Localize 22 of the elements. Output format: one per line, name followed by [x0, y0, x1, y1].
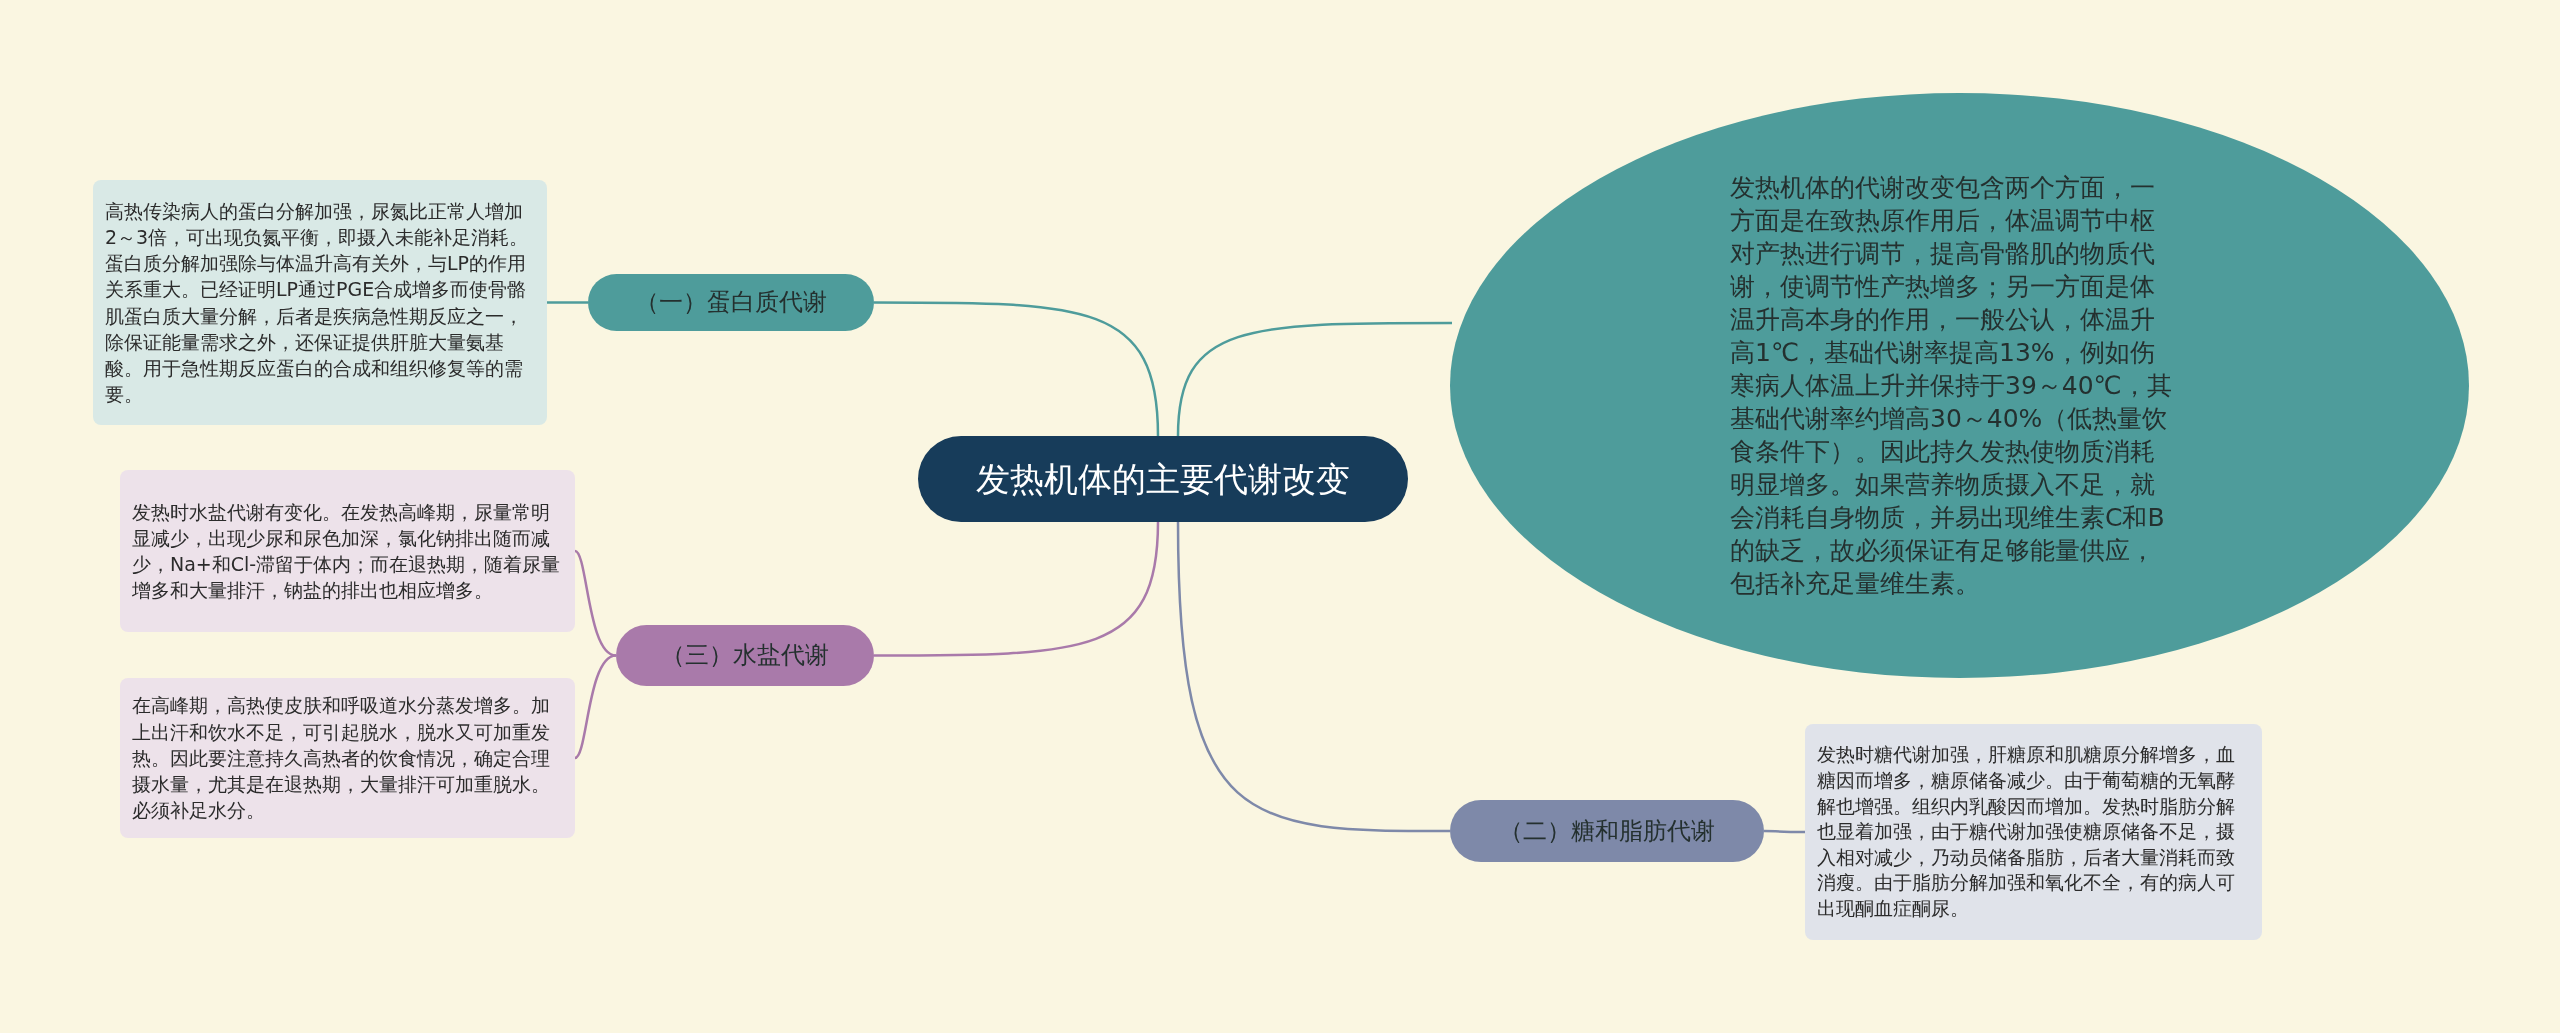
- connector-line: [1176, 521, 1450, 833]
- topic-label: 发热机体的主要代谢改变: [976, 458, 1350, 500]
- connector-line: [1764, 829, 1805, 834]
- description-text: 发热时水盐代谢有变化。在发热高峰期，尿量常明显减少，出现少尿和尿色加深，氯化钠排出随而减少，Na+和Cl-滞留于体内；而在退热期，随着尿量增多和大量排汗，钠盐的排出也相应增多。: [132, 499, 562, 604]
- connector-line: [874, 521, 1160, 657]
- topic-label: （三）水盐代谢: [661, 641, 829, 670]
- detail-box: [93, 180, 547, 425]
- detail-box: [1805, 724, 2262, 940]
- description-text: 发热机体的代谢改变包含两个方面，一方面是在致热原作用后，体温调节中枢对产热进行调节，提高骨骼肌的物质代谢，使调节性产热增多；另一方面是体温升高本身的作用，一般公认，体温升高1℃，基础代谢率提高13%，例如伤寒病人体温上升并保持于39～40℃，其基础代谢率约增高30～40%（低热量饮食条件下）。因此持久发热使物质消耗明显增多。如果营养物质摄入不足，就会消耗自身物质，并易出现维生素C和B的缺乏，故必须保证有足够能量供应，包括补充足量维生素。: [1730, 172, 2173, 600]
- connector-line: [874, 301, 1160, 437]
- branch-pill: [588, 274, 874, 331]
- description-text: 发热时糖代谢加强，肝糖原和肌糖原分解增多，血糖因而增多，糖原储备减少。由于葡萄糖的无氧酵解也增强。组织内乳酸因而增加。发热时脂肪分解也显着加强，由于糖代谢加强使糖原储备不足，摄入相对减少，乃动员储备脂肪，后者大量消耗而致消瘦。由于脂肪分解加强和氧化不全，有的病人可出现酮血症酮尿。: [1817, 742, 2236, 922]
- description-text: 在高峰期，高热使皮肤和呼吸道水分蒸发增多。加上出汗和饮水不足，可引起脱水，脱水又可加重发热。因此要注意持久高热者的饮食情况，确定合理摄水量，尤其是在退热期，大量排汗可加重脱水。必须补足水分。: [132, 693, 551, 824]
- connector-line: [547, 301, 588, 304]
- connector-line: [574, 654, 617, 760]
- description-text: 高热传染病人的蛋白分解加强，尿氮比正常人增加2～3倍，可出现负氮平衡，即摄入未能补足消耗。蛋白质分解加强除与体温升高有关外，与LP的作用关系重大。已经证明LP通过PGE合成增多而使骨骼肌蛋白质大量分解，后者是疾病急性期反应之一，除保证能量需求之外，还保证提供肝脏大量氨基酸。用于急性期反应蛋白的合成和组织修复等的需要。: [105, 198, 530, 408]
- detail-box: [120, 678, 575, 838]
- detail-box: [120, 470, 575, 632]
- connector-line: [574, 550, 617, 657]
- topic-label: （二）糖和脂肪代谢: [1499, 816, 1715, 846]
- topic-label: （一）蛋白质代谢: [635, 288, 827, 317]
- connector-line: [1176, 321, 1452, 437]
